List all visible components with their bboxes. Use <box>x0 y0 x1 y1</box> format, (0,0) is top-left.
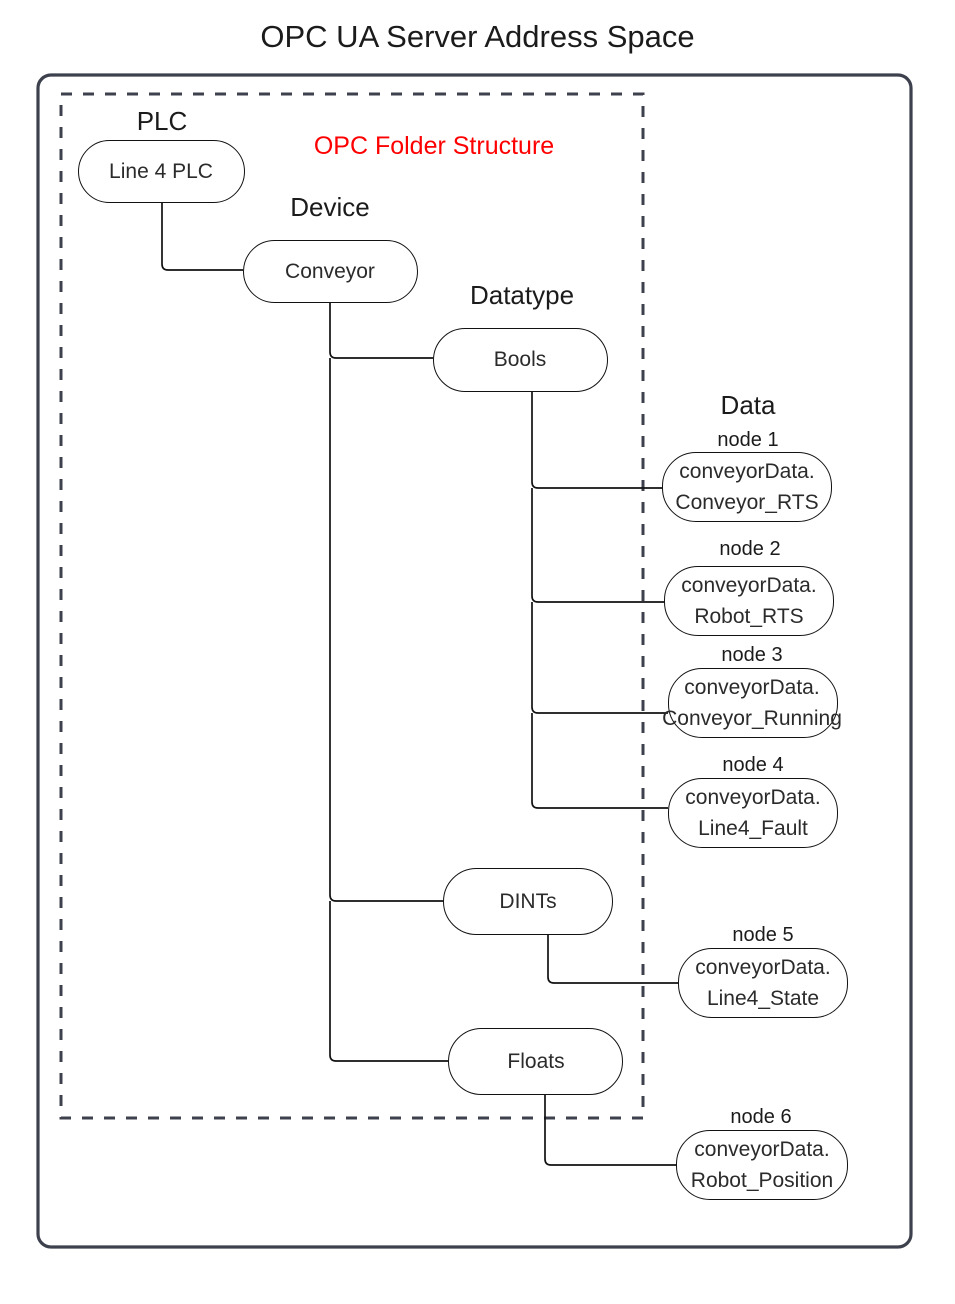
opc-folder-structure-label: OPC Folder Structure <box>313 132 555 160</box>
node-conveyor[interactable] <box>243 240 418 303</box>
node-2-caption: node 2 <box>719 538 781 560</box>
edge-plc-conveyor <box>161 202 243 271</box>
node-4-box[interactable] <box>668 778 838 848</box>
node-line-4-plc[interactable] <box>78 140 245 203</box>
edge-bools-node4 <box>531 713 668 809</box>
edge-conveyor-floats <box>329 901 448 1062</box>
page-title: OPC UA Server Address Space <box>260 19 695 54</box>
edge-dints-node5 <box>547 935 678 984</box>
group-label-datatype: Datatype <box>469 280 575 310</box>
edge-conveyor-dints <box>329 358 443 902</box>
group-label-plc: PLC <box>136 106 188 136</box>
node-4-caption: node 4 <box>722 754 784 776</box>
opc-folder-boundary <box>59 92 645 1120</box>
group-label-device: Device <box>290 192 370 222</box>
node-3-box[interactable] <box>668 668 838 738</box>
edge-bools-node1 <box>531 392 662 489</box>
node-6-caption: node 6 <box>730 1106 792 1128</box>
group-label-data: Data <box>720 390 776 420</box>
node-floats[interactable] <box>448 1028 623 1095</box>
node-1-caption: node 1 <box>717 429 779 451</box>
edge-bools-node2 <box>531 488 664 603</box>
node-6-box[interactable] <box>676 1130 848 1200</box>
edge-conveyor-bools <box>329 303 433 359</box>
node-2-box[interactable] <box>664 566 834 636</box>
node-5-box[interactable] <box>678 948 848 1018</box>
node-bools[interactable] <box>433 328 608 392</box>
node-dints[interactable] <box>443 868 613 935</box>
node-5-caption: node 5 <box>732 924 794 946</box>
node-1-box[interactable] <box>662 452 832 522</box>
node-3-caption: node 3 <box>721 644 783 666</box>
edge-floats-node6 <box>544 1095 676 1166</box>
outer-frame <box>36 73 913 1249</box>
edge-bools-node3 <box>531 602 668 714</box>
